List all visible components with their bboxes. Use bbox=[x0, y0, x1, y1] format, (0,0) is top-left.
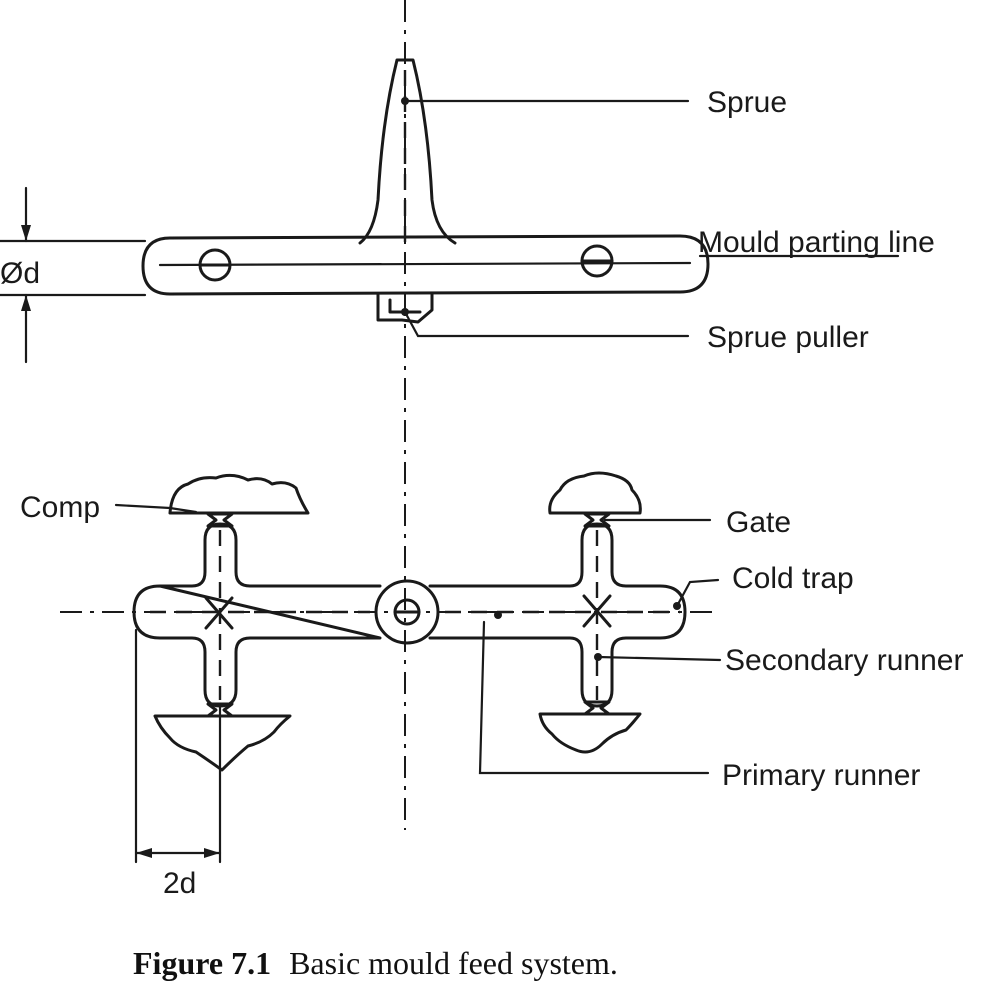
label-sprue: Sprue bbox=[707, 86, 787, 119]
figure-title: Basic mould feed system. bbox=[289, 945, 618, 981]
cavity-centre-left bbox=[204, 596, 234, 630]
sprue-shape bbox=[358, 58, 457, 245]
label-diameter: Ød bbox=[0, 257, 40, 290]
component-bottom-right bbox=[538, 712, 642, 754]
label-primary-runner: Primary runner bbox=[722, 759, 920, 792]
leader-sprue bbox=[401, 97, 690, 105]
runner-section-right bbox=[580, 244, 614, 278]
leader-comp bbox=[114, 503, 198, 514]
sprue-plan-circle bbox=[374, 579, 440, 645]
dimension-2d bbox=[134, 628, 222, 864]
label-sprue-puller: Sprue puller bbox=[707, 321, 869, 354]
label-mould-parting-line: Mould parting line bbox=[698, 226, 935, 259]
figure-caption: Figure 7.1 Basic mould feed system. bbox=[133, 945, 618, 981]
runner-section-left bbox=[198, 248, 232, 282]
component-bottom-left bbox=[153, 714, 292, 772]
leader-secondary-runner bbox=[594, 653, 722, 662]
component-top-left bbox=[168, 473, 310, 515]
parting-line-dash bbox=[158, 261, 692, 267]
label-secondary-runner: Secondary runner bbox=[725, 644, 963, 677]
diameter-dimension bbox=[0, 186, 147, 364]
leader-primary-runner bbox=[478, 611, 710, 775]
label-cold-trap: Cold trap bbox=[732, 562, 854, 595]
label-2d: 2d bbox=[163, 867, 196, 900]
gate-bottom-right bbox=[583, 700, 611, 716]
figure-number: Figure 7.1 bbox=[133, 945, 271, 981]
cavity-centre-right bbox=[582, 594, 612, 628]
label-comp: Comp bbox=[20, 491, 100, 524]
runner-bar bbox=[141, 234, 710, 296]
label-gate: Gate bbox=[726, 506, 791, 539]
component-top-right bbox=[548, 471, 642, 515]
leader-sprue-puller bbox=[401, 308, 690, 338]
plan-view bbox=[60, 471, 722, 864]
leader-cold-trap bbox=[673, 578, 720, 610]
side-view bbox=[0, 0, 900, 830]
